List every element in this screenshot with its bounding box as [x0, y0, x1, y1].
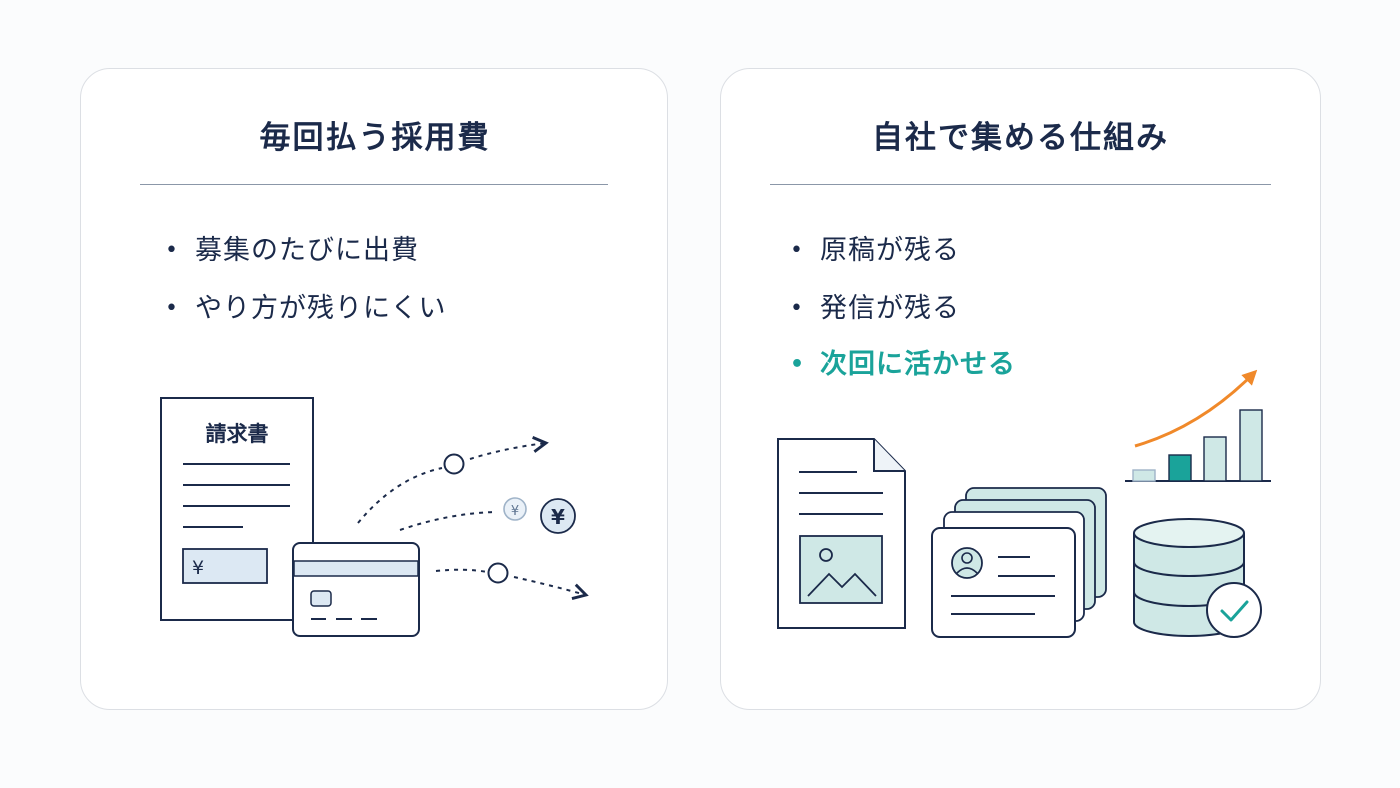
svg-text:¥: ¥ — [511, 504, 519, 519]
bullet-dot: • — [790, 352, 806, 377]
right-bullet-item: • 発信が残る — [790, 286, 960, 325]
right-panel-title: 自社で集める仕組み — [872, 120, 1169, 156]
invoice-icon: 請求書 ¥ — [160, 397, 314, 621]
manuscript-document-icon — [777, 438, 906, 629]
bullet-dot: • — [790, 238, 804, 263]
right-bullet-text: 次回に活かせる — [820, 349, 1016, 380]
credit-card-icon — [292, 542, 420, 637]
check-badge-icon — [1206, 582, 1262, 638]
stacked-profile-cards-icon — [931, 487, 1107, 638]
image-placeholder-icon — [799, 535, 883, 604]
yen-coin-icon — [540, 498, 576, 534]
right-bullet-item: • 原稿が残る — [790, 228, 960, 267]
trend-up-arrow-icon — [1134, 369, 1258, 448]
left-bullet-item: • やり方が残りにくい — [165, 286, 446, 325]
right-bullet-item-highlight: • 次回に活かせる — [790, 342, 1016, 381]
left-panel-divider — [140, 184, 608, 185]
growth-chart-icon — [1125, 369, 1271, 482]
bullet-dot: • — [790, 296, 804, 321]
right-bullet-text: 発信が残る — [820, 293, 960, 324]
left-bullet-item: • 募集のたびに出費 — [165, 228, 419, 267]
invoice-yen-symbol: ¥ — [192, 557, 204, 579]
left-bullet-text: 募集のたびに出費 — [195, 235, 419, 266]
bullet-dot: • — [165, 296, 179, 321]
left-panel-title: 毎回払う採用費 — [259, 120, 491, 156]
right-bullet-text: 原稿が残る — [820, 235, 960, 266]
invoice-title: 請求書 — [206, 422, 269, 446]
bullet-dot: • — [165, 238, 179, 263]
money-outflow-arrows: ¥ ¥ — [357, 436, 589, 600]
svg-text:¥: ¥ — [551, 505, 565, 529]
right-panel-divider — [770, 184, 1271, 185]
left-bullet-text: やり方が残りにくい — [195, 293, 447, 324]
coin-outline-icon — [443, 453, 465, 475]
coin-outline-icon — [487, 562, 509, 584]
yen-coin-small-icon — [503, 497, 527, 521]
